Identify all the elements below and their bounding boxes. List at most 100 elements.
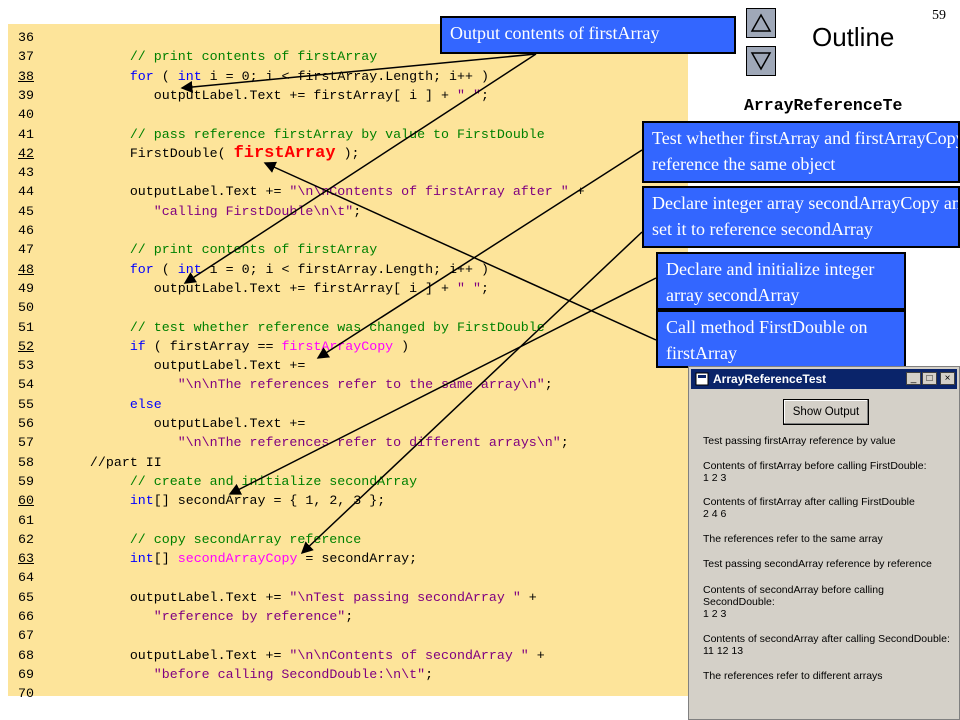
code-token: firstArray (233, 143, 336, 163)
code-token (58, 69, 130, 84)
code-line: 69 "before calling SecondDouble:\n\t"; (8, 665, 433, 684)
callout-text: Declare integer array secondArrayCopy an… (652, 193, 960, 239)
code-token: int (177, 261, 202, 277)
line-number: 70 (18, 686, 34, 702)
code-token: i = 0; i < firstArray.Length; i++ ) (201, 68, 489, 84)
callout-declare-copy: Declare integer array secondArrayCopy an… (642, 186, 960, 248)
code-token: ; (345, 609, 354, 624)
line-number: 58 (18, 454, 34, 470)
line-number: 52 (18, 338, 34, 354)
callout-test-reference: Test whether firstArray and firstArrayCo… (642, 121, 960, 183)
code-token (58, 667, 154, 682)
code-token: outputLabel.Text += (58, 416, 306, 431)
code-line: 37 // print contents of firstArray (8, 47, 377, 66)
line-number: 51 (18, 319, 34, 335)
code-token: if (129, 338, 146, 354)
code-line: 48 for ( int i = 0; i < firstArray.Lengt… (8, 260, 489, 279)
line-number: 57 (18, 435, 34, 451)
code-line: 44 outputLabel.Text += "\n\nContents of … (8, 182, 585, 201)
nav-down-button[interactable] (746, 46, 776, 76)
code-line: 62 // copy secondArray reference (8, 530, 361, 549)
app-window: ArrayReferenceTest _ □ × Show Output Tes… (688, 366, 960, 720)
code-token: //part II (58, 454, 162, 470)
code-token: "\n\nThe references refer to different a… (177, 435, 561, 451)
line-number: 53 (18, 358, 34, 374)
slide-number: 59 (932, 8, 946, 23)
code-line: 52 if ( firstArray == firstArrayCopy ) (8, 337, 409, 356)
code-line: 63 int[] secondArrayCopy = secondArray; (8, 549, 417, 568)
code-token: for (129, 68, 154, 84)
code-line: 61 (8, 511, 58, 530)
code-token: outputLabel.Text += (58, 358, 306, 374)
callout-text: Declare and initialize integer array sec… (666, 259, 875, 305)
code-token: // print contents of firstArray (58, 242, 378, 258)
code-token: ; (480, 280, 489, 296)
line-number: 49 (18, 280, 34, 296)
code-line: 56 outputLabel.Text += (8, 414, 305, 433)
line-number: 54 (18, 377, 34, 393)
code-token: + (520, 589, 537, 605)
line-number: 38 (18, 68, 34, 84)
line-number: 67 (18, 628, 34, 644)
line-number: 55 (18, 396, 34, 412)
code-token: "calling FirstDouble\n\t" (153, 203, 354, 219)
code-token: ; (353, 203, 362, 219)
minimize-button[interactable]: _ (906, 372, 921, 385)
code-line: 38 for ( int i = 0; i < firstArray.Lengt… (8, 67, 489, 86)
line-number: 66 (18, 609, 34, 624)
callout-text: Call method FirstDouble on firstArray (666, 317, 868, 363)
code-token (58, 339, 130, 354)
line-number: 44 (18, 184, 34, 200)
line-number: 64 (18, 570, 34, 586)
code-line: 59 // create and initialize secondArray (8, 472, 417, 491)
code-token: outputLabel.Text += (58, 647, 290, 663)
output-line: The references refer to different arrays (703, 670, 883, 682)
output-line: Test passing secondArray reference by re… (703, 558, 932, 570)
code-token (58, 551, 130, 566)
line-number: 60 (18, 493, 34, 509)
code-line: 43 (8, 163, 58, 182)
code-token: int (129, 493, 154, 509)
code-token: [] secondArray = { 1, 2, 3 }; (153, 493, 386, 509)
file-label: ArrayReferenceTe (744, 96, 903, 115)
code-token: // copy secondArray reference (58, 531, 362, 547)
show-output-button[interactable]: Show Output (783, 399, 869, 425)
line-number: 48 (18, 261, 34, 277)
line-number: 61 (18, 512, 34, 528)
maximize-button[interactable]: □ (922, 372, 937, 385)
line-number: 39 (18, 87, 34, 103)
callout-declare-second-array: Declare and initialize integer array sec… (656, 252, 906, 310)
nav-up-button[interactable] (746, 8, 776, 38)
code-token: ); (335, 145, 360, 161)
line-number: 41 (18, 126, 34, 142)
code-token: // pass reference firstArray by value to… (58, 126, 545, 142)
output-line: Test passing firstArray reference by val… (703, 435, 896, 447)
code-line: 65 outputLabel.Text += "\nTest passing s… (8, 588, 537, 607)
line-number: 36 (18, 30, 34, 45)
code-token: int (177, 68, 202, 84)
code-line: 66 "reference by reference"; (8, 607, 353, 626)
code-token: for (129, 261, 154, 277)
close-button[interactable]: × (940, 372, 955, 385)
code-token: "\n\nContents of firstArray after " (289, 184, 569, 200)
code-token: // test whether reference was changed by… (58, 319, 545, 335)
code-token: ; (560, 435, 569, 451)
code-token: outputLabel.Text += firstArray[ i ] + (58, 87, 457, 103)
code-token: " " (456, 87, 481, 103)
code-line: 53 outputLabel.Text += (8, 356, 305, 375)
code-token: ) (393, 338, 410, 354)
window-titlebar[interactable]: ArrayReferenceTest _ □ × (691, 369, 957, 389)
code-token: // create and initialize secondArray (58, 473, 418, 489)
line-number: 37 (18, 49, 34, 65)
line-number: 68 (18, 647, 34, 663)
output-line: The references refer to the same array (703, 533, 883, 545)
code-token: "reference by reference" (153, 609, 346, 624)
code-token (58, 204, 154, 219)
outline-title: Outline (812, 22, 895, 52)
code-token: secondArrayCopy (177, 551, 298, 567)
output-line: Contents of firstArray after calling Fir… (703, 496, 915, 520)
code-line: 50 (8, 298, 58, 317)
code-token: int (129, 551, 154, 567)
code-token: " " (456, 280, 481, 296)
code-token (58, 435, 178, 450)
